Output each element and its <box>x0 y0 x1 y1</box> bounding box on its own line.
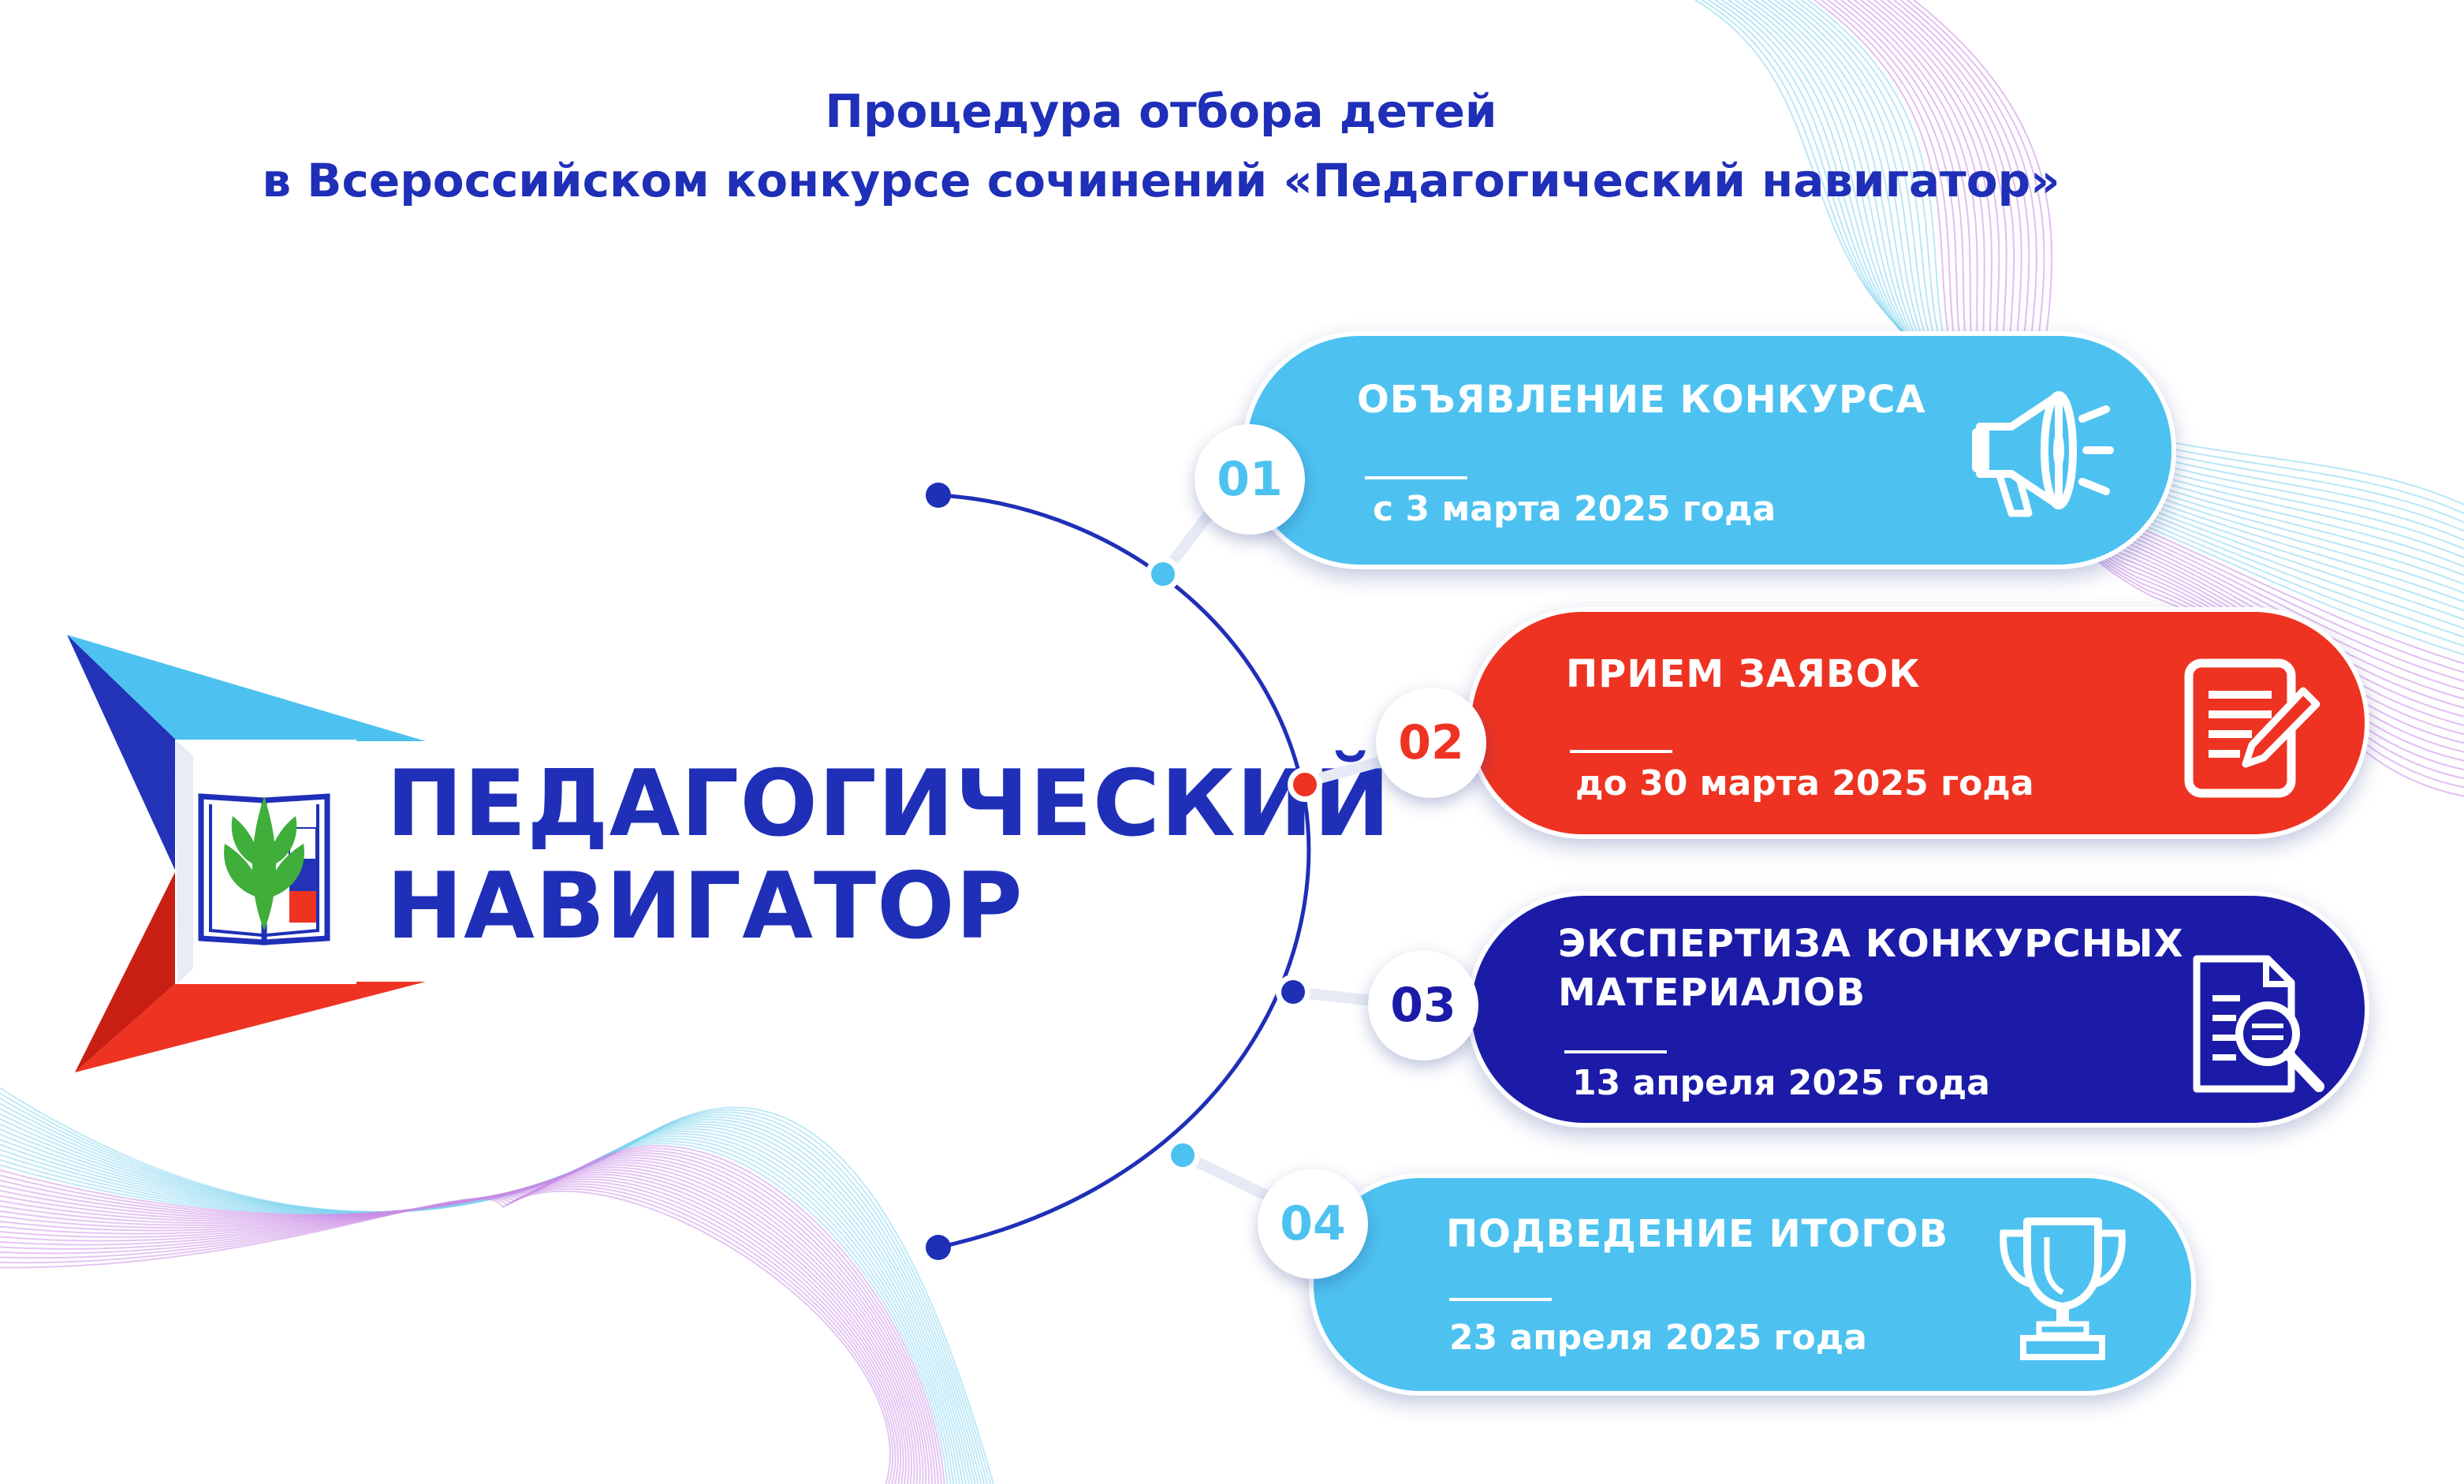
step-number-4: 04 <box>1258 1169 1368 1279</box>
page-title-line-2: в Всероссийском конкурсе сочинений «Педа… <box>262 154 2060 207</box>
step-number-3: 03 <box>1368 950 1478 1061</box>
step-card-4: ПОДВЕДЕНИЕ ИТОГОВ 23 апреля 2025 года <box>1309 1173 2196 1396</box>
arc-end-dot-bottom <box>926 1235 951 1260</box>
megaphone-icon <box>1972 391 2114 517</box>
step-4-title: ПОДВЕДЕНИЕ ИТОГОВ <box>1446 1212 1949 1256</box>
step-3-divider <box>1564 1050 1667 1053</box>
logo-word-top: ПЕДАГОГИЧЕСКИЙ <box>386 751 1392 857</box>
step-card-3: ЭКСПЕРТИЗА КОНКУРСНЫХ МАТЕРИАЛОВ 13 апре… <box>1467 891 2369 1128</box>
step-number-2: 02 <box>1376 688 1486 798</box>
arc-end-dot-top <box>926 483 951 508</box>
step-card-1: ОБЪЯВЛЕНИЕ КОНКУРСА с 3 марта 2025 года <box>1242 331 2176 569</box>
step-3-date: 13 апреля 2025 года <box>1572 1063 1990 1103</box>
logo-word-bottom: НАВИГАТОР <box>386 853 1023 960</box>
step-1-divider <box>1365 476 1467 479</box>
document-search-icon <box>2193 955 2324 1093</box>
arc-dot-step-3 <box>1281 980 1305 1004</box>
step-card-2: ПРИЕМ ЗАЯВОК до 30 марта 2025 года <box>1467 607 2369 839</box>
arc-dot-step-1 <box>1151 562 1175 586</box>
step-2-divider <box>1570 750 1672 753</box>
step-number-1: 01 <box>1195 424 1305 535</box>
step-3-title: ЭКСПЕРТИЗА КОНКУРСНЫХ МАТЕРИАЛОВ <box>1558 922 2184 1015</box>
step-2-date: до 30 марта 2025 года <box>1575 763 2034 804</box>
trophy-icon <box>2000 1217 2126 1360</box>
step-2-title: ПРИЕМ ЗАЯВОК <box>1566 652 1921 696</box>
step-4-divider <box>1449 1298 1552 1301</box>
arc-dot-step-2 <box>1293 773 1317 796</box>
document-pen-icon <box>2184 658 2320 798</box>
step-1-date: с 3 марта 2025 года <box>1373 489 1776 529</box>
page-title-line-1: Процедура отбора детей <box>825 84 1497 138</box>
step-1-title: ОБЪЯВЛЕНИЕ КОНКУРСА <box>1357 378 1926 422</box>
arc-dot-step-4 <box>1171 1143 1195 1167</box>
step-4-date: 23 апреля 2025 года <box>1449 1318 1867 1358</box>
